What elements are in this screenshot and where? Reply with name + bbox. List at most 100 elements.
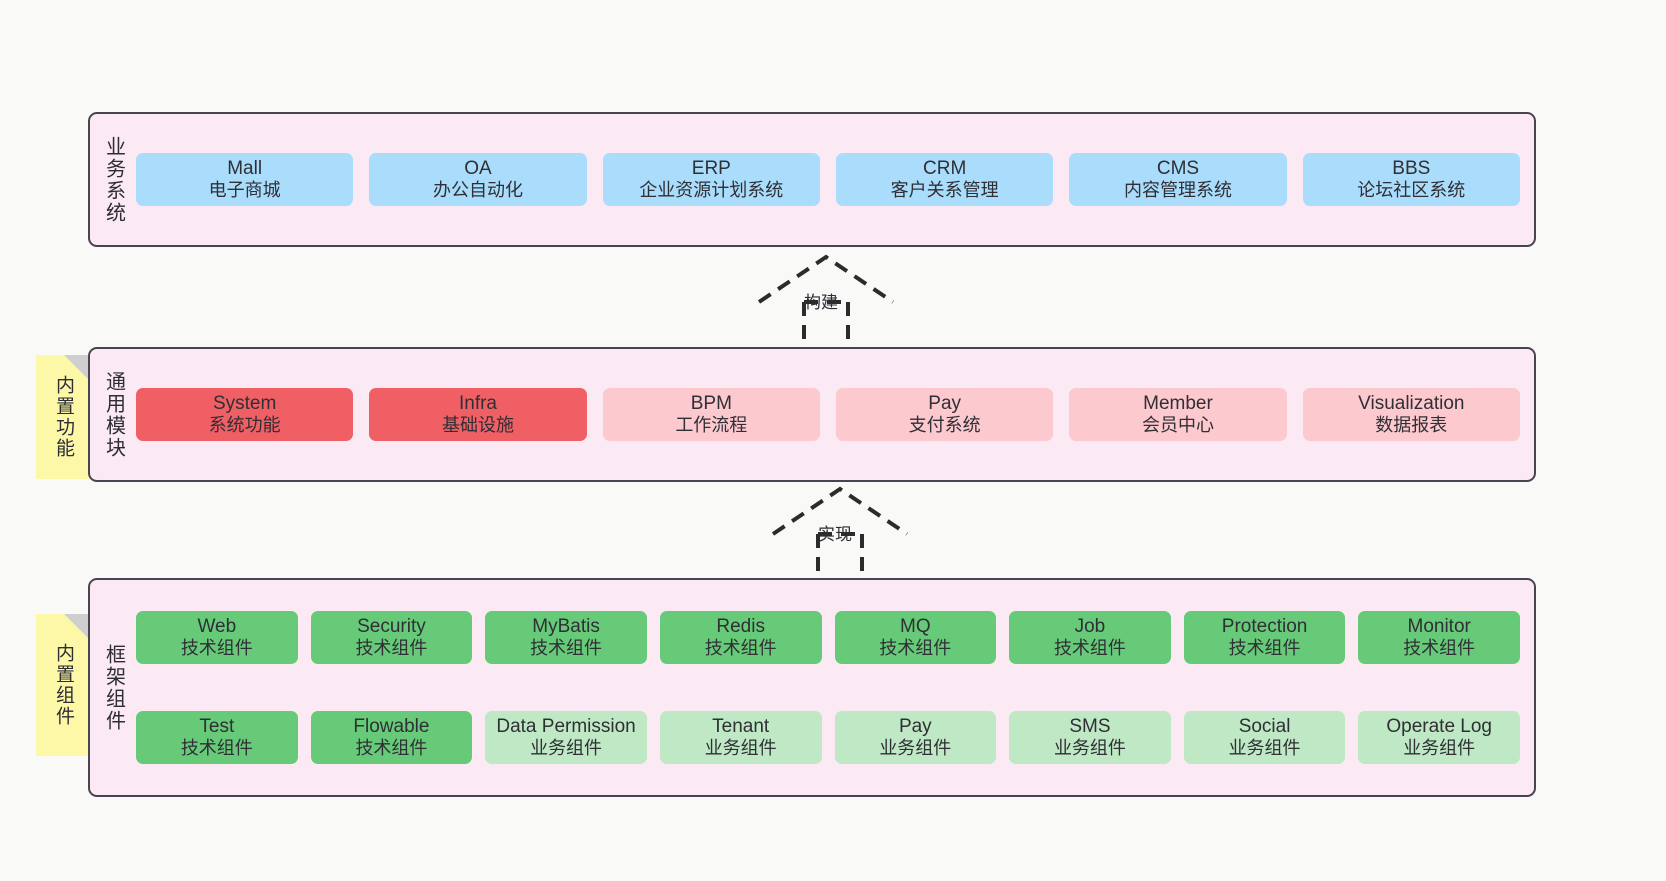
card-title: Pay [928,392,962,414]
card-pay-business[interactable]: Pay 业务组件 [834,710,997,764]
card-title: Test [199,715,235,737]
connector-implement: 实现 [770,484,920,579]
layer-common-module: 通用模块 System 系统功能 Infra 基础设施 BPM 工作流程 Pay… [88,347,1536,482]
card-subtitle: 技术组件 [1053,638,1126,659]
card-redis[interactable]: Redis 技术组件 [659,611,822,665]
card-subtitle: 基础设施 [441,415,514,436]
card-subtitle: 技术组件 [355,737,428,758]
card-title: Data Permission [496,715,636,737]
card-title: Member [1143,392,1213,414]
card-mybatis[interactable]: MyBatis 技术组件 [485,611,647,665]
card-subtitle: 技术组件 [704,638,777,659]
card-title: OA [464,157,492,179]
card-monitor[interactable]: Monitor 技术组件 [1358,611,1520,665]
card-bbs[interactable]: BBS 论坛社区系统 [1302,152,1520,207]
card-title: Redis [716,616,765,638]
card-protection[interactable]: Protection 技术组件 [1183,611,1346,665]
card-web[interactable]: Web 技术组件 [136,611,298,665]
card-subtitle: 技术组件 [1228,638,1301,659]
card-subtitle: 内容管理系统 [1123,180,1232,201]
card-title: Operate Log [1386,715,1492,737]
card-subtitle: 技术组件 [1403,638,1476,659]
card-subtitle: 业务组件 [879,737,952,758]
card-mall[interactable]: Mall 电子商城 [136,152,354,207]
card-subtitle: 论坛社区系统 [1357,180,1466,201]
layer-label-common-module: 通用模块 [102,370,125,459]
card-title: Social [1238,715,1291,737]
card-title: BBS [1392,157,1431,179]
card-title: ERP [691,157,731,179]
card-tenant[interactable]: Tenant 业务组件 [659,710,822,764]
card-title: Pay [898,715,932,737]
card-title: Protection [1221,616,1308,638]
card-crm[interactable]: CRM 客户关系管理 [835,152,1054,207]
layer-label-business-system: 业务系统 [102,135,125,224]
card-sms[interactable]: SMS 业务组件 [1009,710,1171,764]
card-title: Visualization [1358,392,1465,414]
card-subtitle: 客户关系管理 [890,180,999,201]
card-infra[interactable]: Infra 基础设施 [369,387,587,442]
generalization-arrow-icon [757,254,895,347]
card-subtitle: 技术组件 [180,737,253,758]
card-title: Monitor [1407,616,1471,638]
card-row: Test 技术组件 Flowable 技术组件 Data Permission … [136,694,1520,782]
card-subtitle: 技术组件 [180,638,253,659]
layer-body-business-system: Mall 电子商城 OA 办公自动化 ERP 企业资源计划系统 CRM 客户关系… [136,114,1534,245]
card-erp[interactable]: ERP 企业资源计划系统 [602,152,820,207]
card-subtitle: 业务组件 [530,737,603,758]
card-row: Mall 电子商城 OA 办公自动化 ERP 企业资源计划系统 CRM 客户关系… [136,114,1520,245]
card-title: System [212,392,277,414]
card-title: Web [197,616,237,638]
layer-label-framework-component: 框架组件 [102,643,125,732]
card-title: Mall [227,157,263,179]
card-oa[interactable]: OA 办公自动化 [369,152,587,207]
card-subtitle: 业务组件 [1053,737,1126,758]
card-job[interactable]: Job 技术组件 [1009,611,1171,665]
card-visualization[interactable]: Visualization 数据报表 [1302,387,1520,442]
card-subtitle: 技术组件 [879,638,952,659]
card-social[interactable]: Social 业务组件 [1183,710,1346,764]
card-pay[interactable]: Pay 支付系统 [835,387,1054,442]
layer-framework-component: 框架组件 Web 技术组件 Security 技术组件 MyBatis 技术组件… [88,578,1536,797]
card-security[interactable]: Security 技术组件 [310,611,473,665]
layer-body-common-module: System 系统功能 Infra 基础设施 BPM 工作流程 Pay 支付系统… [136,349,1534,480]
layer-body-framework-component: Web 技术组件 Security 技术组件 MyBatis 技术组件 Redi… [136,580,1534,795]
card-bpm[interactable]: BPM 工作流程 [602,387,820,442]
card-subtitle: 技术组件 [355,638,428,659]
card-title: Security [357,616,426,638]
card-subtitle: 会员中心 [1141,415,1214,436]
note-text: 内置组件 [52,643,74,727]
card-flowable[interactable]: Flowable 技术组件 [310,710,473,764]
layer-business-system: 业务系统 Mall 电子商城 OA 办公自动化 ERP 企业资源计划系统 CRM… [88,112,1536,247]
card-title: SMS [1069,715,1111,737]
card-subtitle: 业务组件 [1228,737,1301,758]
card-title: BPM [690,392,732,414]
card-subtitle: 技术组件 [530,638,603,659]
card-row: Web 技术组件 Security 技术组件 MyBatis 技术组件 Redi… [136,594,1520,682]
card-subtitle: 办公自动化 [432,180,523,201]
card-test[interactable]: Test 技术组件 [136,710,298,764]
card-title: Tenant [712,715,770,737]
note-builtin-function: 内置功能 [36,355,90,479]
card-data-permission[interactable]: Data Permission 业务组件 [485,710,647,764]
card-system[interactable]: System 系统功能 [136,387,354,442]
card-subtitle: 电子商城 [208,180,281,201]
card-row: System 系统功能 Infra 基础设施 BPM 工作流程 Pay 支付系统… [136,349,1520,480]
card-title: MyBatis [532,616,600,638]
generalization-arrow-icon [771,486,909,579]
card-title: Infra [458,392,497,414]
note-builtin-component: 内置组件 [36,614,90,756]
card-cms[interactable]: CMS 内容管理系统 [1069,152,1287,207]
card-member[interactable]: Member 会员中心 [1069,387,1287,442]
connector-build: 构建 [756,252,906,347]
note-text: 内置功能 [52,375,74,459]
card-title: Job [1074,616,1106,638]
card-title: CMS [1156,157,1200,179]
card-mq[interactable]: MQ 技术组件 [834,611,997,665]
card-subtitle: 企业资源计划系统 [639,180,784,201]
card-subtitle: 系统功能 [208,415,281,436]
card-title: Flowable [353,715,430,737]
card-subtitle: 工作流程 [675,415,748,436]
card-operate-log[interactable]: Operate Log 业务组件 [1358,710,1520,764]
